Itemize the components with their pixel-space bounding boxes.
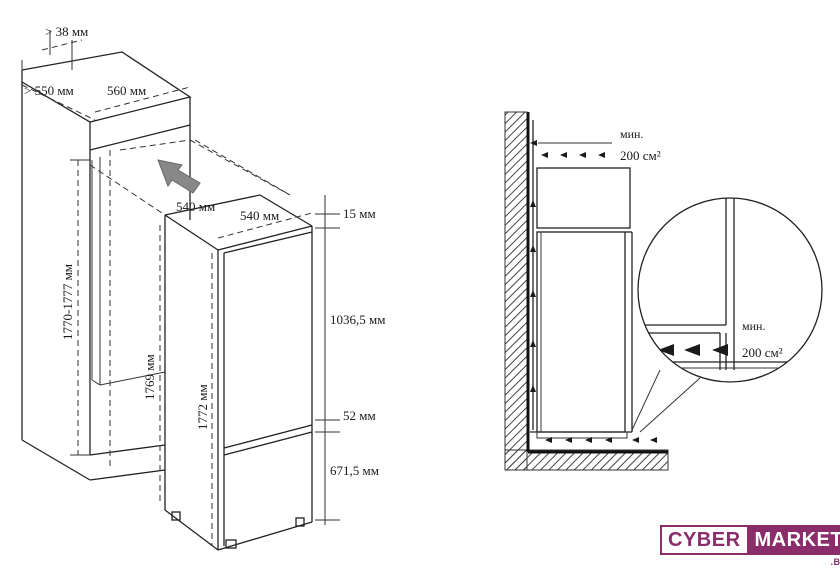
top-vent-label-area: 200 см² [620,148,661,163]
airflow-arrows [530,140,657,443]
fridge-section [530,120,633,439]
wall-section [504,111,669,471]
detail-callout [631,197,823,433]
dim-540-depth: 540 мм [176,199,215,214]
dim-1036: 1036,5 мм [330,312,385,327]
dimension-lines [21,30,340,545]
detail-vent-label-area: 200 см² [742,345,783,360]
cybermarket-logo: CYBER MARKET .BY [660,525,840,567]
logo-suffix: .BY [830,557,840,567]
dim-560: 560 мм [107,83,146,98]
detail-vent-label-min: мин. [742,319,765,333]
cabinet-niche [21,51,291,481]
dim-550: > 550 мм [24,83,74,98]
dim-1772: 1772 мм [195,384,210,430]
logo-left: CYBER [660,525,749,555]
fridge-body [164,194,313,551]
dim-38: > 38 мм [45,24,88,39]
insert-arrow-icon [157,159,201,194]
dim-52: 52 мм [343,408,376,423]
dim-671: 671,5 мм [330,463,379,478]
dim-1769: 1769 мм [142,354,157,400]
dim-540-width: 540 мм [240,208,279,223]
dim-1770: 1770-1777 мм [60,264,75,340]
logo-right: MARKET [748,525,840,555]
top-vent-label-min: мин. [620,127,643,141]
dim-15: 15 мм [343,206,376,221]
